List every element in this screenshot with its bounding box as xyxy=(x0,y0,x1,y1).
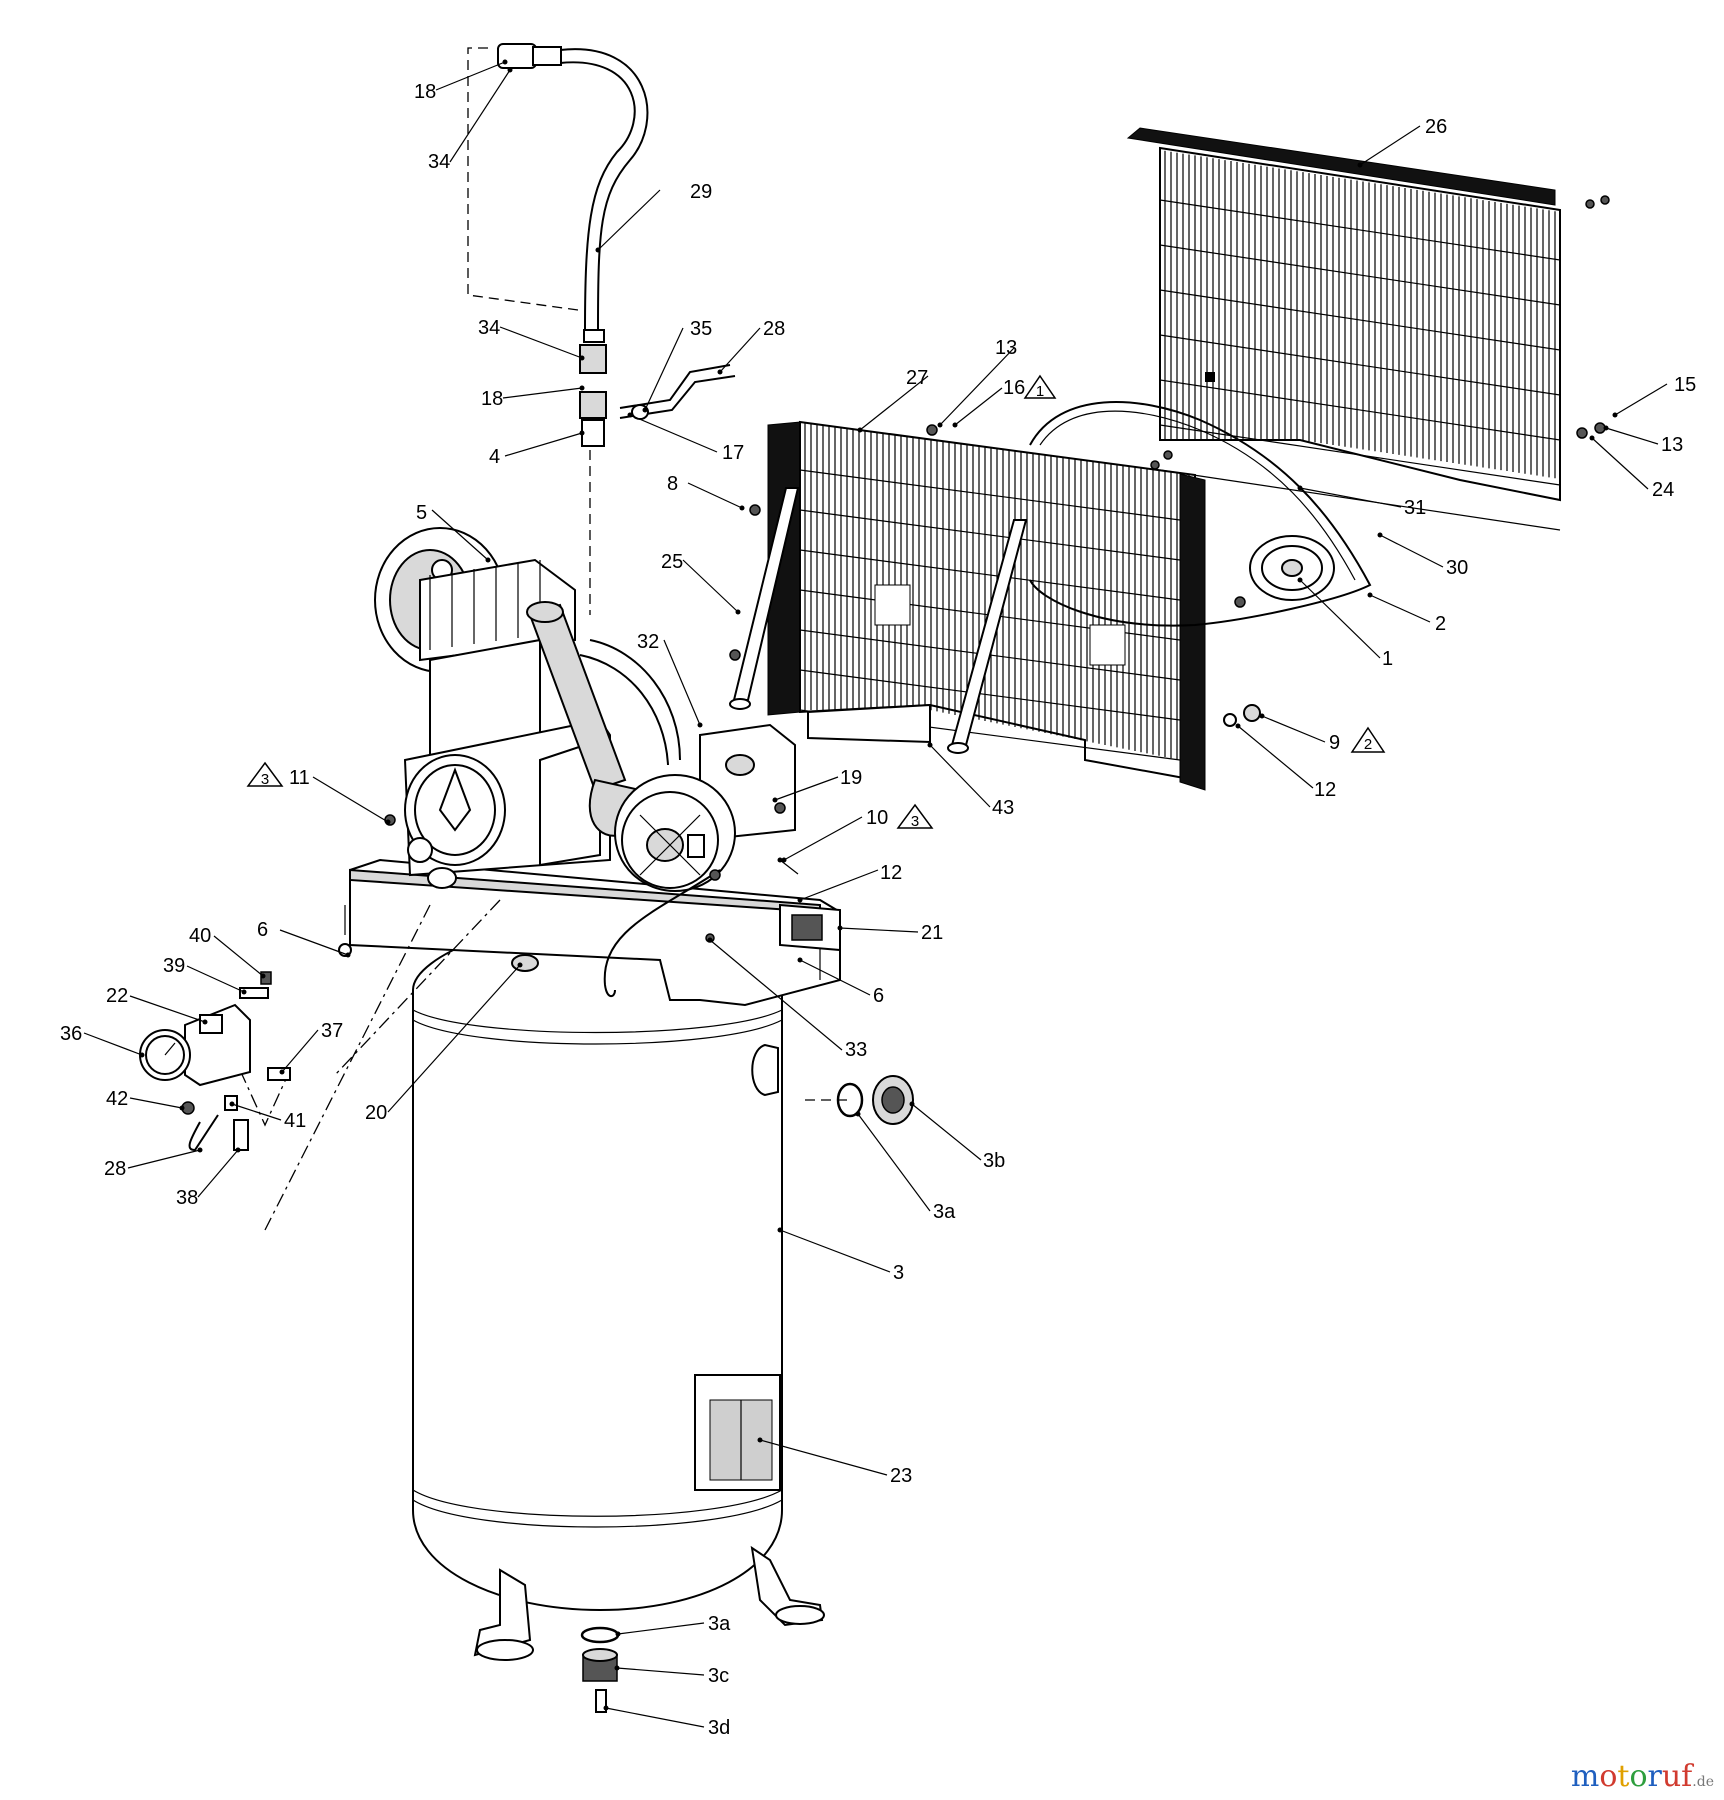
callout-15: 15 xyxy=(1674,374,1696,396)
callout-18: 18 xyxy=(481,388,503,410)
callout-34: 34 xyxy=(428,151,450,173)
callout-13: 13 xyxy=(995,337,1017,359)
note-triangle-3: 3 xyxy=(246,761,284,788)
tank-port xyxy=(511,954,539,972)
callout-17: 17 xyxy=(722,442,744,464)
note-triangle-3: 3 xyxy=(896,803,934,830)
callout-3a: 3a xyxy=(933,1201,956,1223)
tank-drain-parts xyxy=(580,1626,620,1713)
assembly-lines xyxy=(239,47,850,1231)
callout-25: 25 xyxy=(661,551,683,573)
rear-belt-guard xyxy=(1126,127,1561,531)
air-tank xyxy=(412,913,825,1661)
note-triangle-1: 1 xyxy=(1023,374,1057,400)
svg-text:3: 3 xyxy=(261,771,269,788)
leader-lines xyxy=(83,59,1668,1728)
outlet-elbow xyxy=(526,601,642,837)
switch-bracket xyxy=(779,903,841,952)
callout-21: 21 xyxy=(921,922,943,944)
guard-brackets xyxy=(729,487,1028,754)
drive-belt xyxy=(1029,401,1372,627)
callout-31: 31 xyxy=(1404,497,1426,519)
callout-13: 13 xyxy=(1661,434,1683,456)
callout-38: 38 xyxy=(176,1187,198,1209)
callout-32: 32 xyxy=(637,631,659,653)
callout-6: 6 xyxy=(873,985,884,1007)
callout-43: 43 xyxy=(992,797,1014,819)
callout-10: 10 xyxy=(866,807,888,829)
tank-plug-side xyxy=(836,1075,914,1125)
front-belt-guard xyxy=(767,420,1206,791)
svg-text:2: 2 xyxy=(1364,736,1372,753)
discharge-tube xyxy=(497,43,736,447)
guard-slot xyxy=(1205,372,1215,382)
callout-12: 12 xyxy=(880,862,902,884)
callout-42: 42 xyxy=(106,1088,128,1110)
callout-28: 28 xyxy=(104,1158,126,1180)
callout-35: 35 xyxy=(690,318,712,340)
fitting-18-top xyxy=(497,43,537,69)
svg-text:1: 1 xyxy=(1036,383,1044,400)
callout-40: 40 xyxy=(189,925,211,947)
callout-11: 11 xyxy=(289,767,310,789)
callout-37: 37 xyxy=(321,1020,343,1042)
callout-6: 6 xyxy=(257,919,268,941)
callout-33: 33 xyxy=(845,1039,867,1061)
callout-3c: 3c xyxy=(708,1665,729,1687)
guard-window xyxy=(874,584,911,626)
callout-12: 12 xyxy=(1314,779,1336,801)
callout-3a: 3a xyxy=(708,1613,731,1635)
callout-41: 41 xyxy=(284,1110,306,1132)
motor-pulley xyxy=(1249,535,1335,601)
note-triangle-2: 2 xyxy=(1350,726,1386,753)
callout-19: 19 xyxy=(840,767,862,789)
callout-3d: 3d xyxy=(708,1717,730,1739)
callout-29: 29 xyxy=(690,181,712,203)
compressor-pump xyxy=(374,527,681,889)
callout-9: 9 xyxy=(1329,732,1340,754)
watermark: motoruf.de xyxy=(1570,1759,1714,1794)
callout-20: 20 xyxy=(365,1102,387,1124)
fitting-4 xyxy=(581,419,605,447)
callout-4: 4 xyxy=(489,446,500,468)
callout-26: 26 xyxy=(1425,116,1447,138)
callout-39: 39 xyxy=(163,955,185,977)
callout-36: 36 xyxy=(60,1023,82,1045)
pressure-switch-assembly xyxy=(139,971,291,1152)
note-triangles: 1 2 3 3 xyxy=(246,374,1386,830)
callout-24: 24 xyxy=(1652,479,1674,501)
callout-8: 8 xyxy=(667,473,678,495)
electric-motor xyxy=(603,723,796,998)
callout-18: 18 xyxy=(414,81,436,103)
callout-16: 16 xyxy=(1003,377,1025,399)
callout-23: 23 xyxy=(890,1465,912,1487)
callout-3b: 3b xyxy=(983,1150,1005,1172)
callout-labels: 18 34 29 34 35 28 18 4 17 5 8 25 32 27 1… xyxy=(60,81,1696,1739)
callout-27: 27 xyxy=(906,367,928,389)
callout-22: 22 xyxy=(106,985,128,1007)
callout-34: 34 xyxy=(478,317,500,339)
svg-text:3: 3 xyxy=(911,813,919,830)
callout-28: 28 xyxy=(763,318,785,340)
callout-30: 30 xyxy=(1446,557,1468,579)
callout-3: 3 xyxy=(893,1262,904,1284)
callout-1: 1 xyxy=(1382,648,1393,670)
tank-label xyxy=(694,1374,781,1491)
callout-2: 2 xyxy=(1435,613,1446,635)
callout-5: 5 xyxy=(416,502,427,524)
guard-window xyxy=(1089,624,1126,666)
